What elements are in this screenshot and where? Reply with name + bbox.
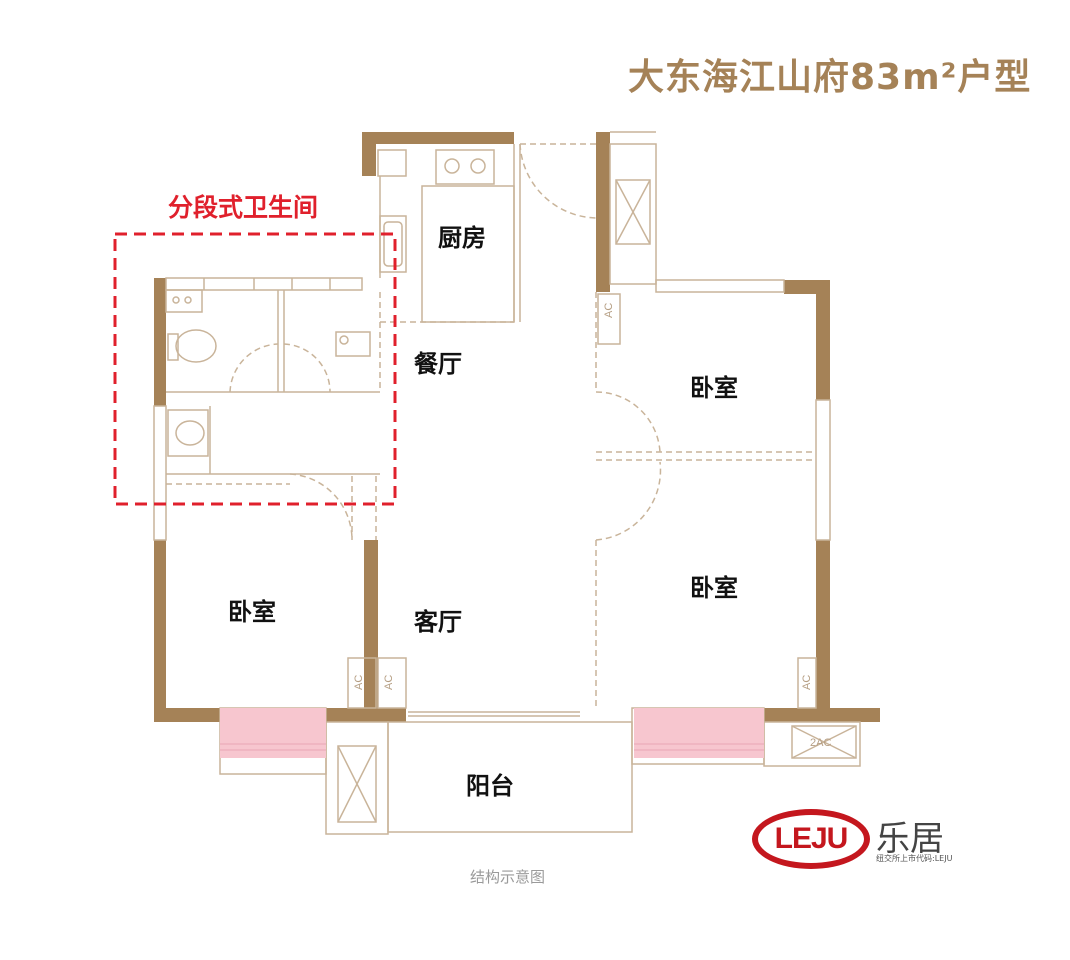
room-label-dining: 餐厅 <box>414 350 462 378</box>
segmented-bathroom-highlight <box>113 232 397 506</box>
ac-label: 2AC <box>810 737 831 749</box>
ac-label: AC <box>603 303 615 318</box>
bathroom-fixtures <box>165 289 371 457</box>
ac-labels: AC AC AC AC 2AC <box>353 303 831 749</box>
room-label-bedroom-left: 卧室 <box>228 598 276 626</box>
ac-label: AC <box>383 675 395 690</box>
page-title: 大东海江山府83m²户型 <box>628 57 1032 98</box>
windows-pink <box>220 708 764 758</box>
kitchen-fixtures <box>377 149 515 323</box>
room-label-balcony: 阳台 <box>466 772 514 800</box>
logo-name: 乐居 <box>876 819 944 859</box>
logo-mark: LEJU <box>752 809 870 869</box>
ac-units <box>337 179 857 823</box>
leju-logo: LEJU 乐居 纽交所上市代码:LEJU <box>752 805 962 875</box>
room-label-kitchen: 厨房 <box>438 224 486 252</box>
ac-label: AC <box>801 675 813 690</box>
thin-walls <box>153 131 861 835</box>
diagram-caption: 结构示意图 <box>470 868 546 886</box>
logo-subtitle: 纽交所上市代码:LEJU <box>876 854 953 863</box>
room-label-bedroom-mid-right: 卧室 <box>690 574 738 602</box>
highlight-label: 分段式卫生间 <box>168 193 319 222</box>
room-label-bedroom-top-right: 卧室 <box>690 374 738 402</box>
walls <box>154 132 880 722</box>
room-label-living: 客厅 <box>414 608 462 636</box>
dashed-lines <box>166 143 816 708</box>
ac-label: AC <box>353 675 365 690</box>
